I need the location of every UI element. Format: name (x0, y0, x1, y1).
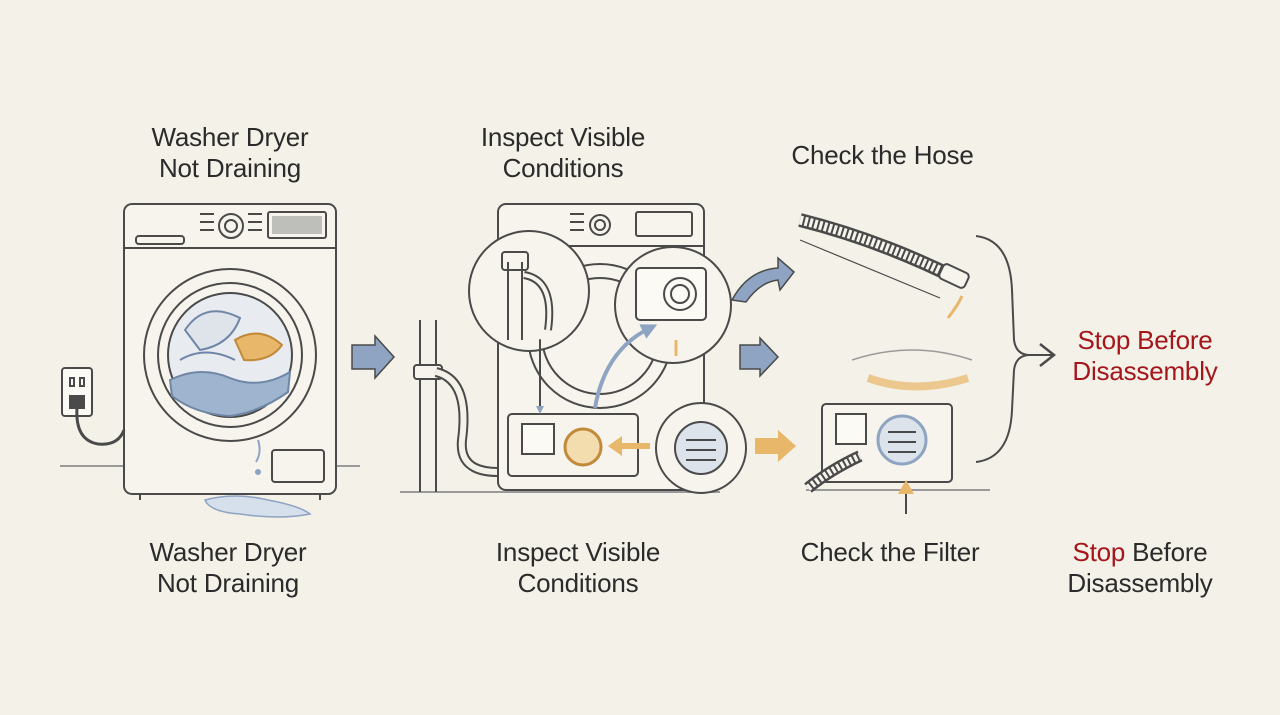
step-label-washer: Washer Dryer Not Draining (110, 122, 350, 184)
step-label-inspect: Inspect Visible Conditions (438, 122, 688, 184)
caption-washer: Washer Dryer Not Draining (108, 537, 348, 599)
step-label-hose: Check the Hose (760, 140, 1005, 171)
step-stop-line2: Disassembly (1072, 356, 1218, 386)
caption-washer-line2: Not Draining (156, 568, 300, 598)
converge-brace (975, 235, 1057, 463)
caption-filter-text: Check the Filter (800, 537, 980, 567)
caption-inspect-line1: Inspect Visible (495, 537, 661, 567)
flow-arrow-2 (739, 336, 780, 378)
step-inspect-line1: Inspect Visible (480, 122, 646, 152)
step-label-stop: Stop Before Disassembly (1050, 325, 1240, 387)
caption-stop-word-stop: Stop (1072, 537, 1126, 567)
caption-inspect: Inspect Visible Conditions (453, 537, 703, 599)
caption-stop-line2: Disassembly (1067, 568, 1213, 598)
flow-arrow-1 (351, 334, 396, 380)
caption-filter: Check the Filter (760, 537, 1020, 568)
caption-stop-word-before: Before (1125, 537, 1208, 567)
step-inspect-line2: Conditions (502, 153, 624, 183)
step-stop-line1: Stop Before (1077, 325, 1213, 355)
inspect-illustration (400, 203, 747, 494)
hose-filter-illustration (798, 213, 990, 514)
step-washer-line2: Not Draining (158, 153, 302, 183)
caption-inspect-line2: Conditions (517, 568, 639, 598)
step-hose-text: Check the Hose (791, 140, 974, 170)
flow-arrow-filter (755, 430, 796, 462)
caption-stop-line1: Stop Before (1045, 537, 1235, 568)
flow-arrow-hose (730, 256, 796, 303)
caption-washer-line1: Washer Dryer (149, 537, 307, 567)
washer-illustration (60, 203, 360, 518)
step-washer-line1: Washer Dryer (151, 122, 309, 152)
caption-stop: Stop Before Disassembly (1045, 537, 1235, 599)
